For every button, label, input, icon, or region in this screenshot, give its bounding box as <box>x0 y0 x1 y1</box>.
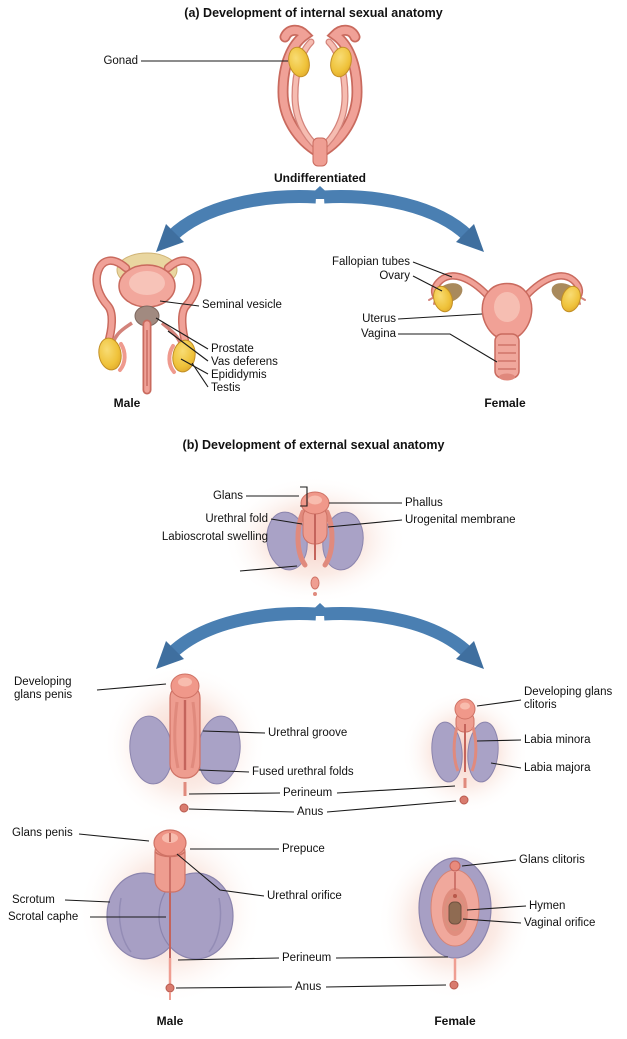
label-glans-penis: Glans penis <box>12 827 73 839</box>
label-vagina: Vagina <box>361 328 396 340</box>
caption-female-external: Female <box>434 1014 476 1028</box>
glans-bracket <box>300 486 308 507</box>
section-a-title: (a) Development of internal sexual anato… <box>184 6 443 20</box>
label-perineum-adult: Perineum <box>282 952 332 964</box>
male-external-illustration <box>78 820 262 1004</box>
section-b-title: (b) Development of external sexual anato… <box>182 438 445 452</box>
label-fused-urethral-folds: Fused urethral folds <box>252 766 354 778</box>
caption-undifferentiated: Undifferentiated <box>273 171 366 185</box>
developing-female-external-illustration <box>401 690 529 814</box>
label-anus-adult: Anus <box>295 981 322 993</box>
developing-male-external-illustration <box>103 665 267 825</box>
label-phallus: Phallus <box>405 497 443 509</box>
label-labia-majora: Labia majora <box>524 762 591 774</box>
label-gonad: Gonad <box>103 55 138 67</box>
label-developing-glans-penis: Developing glans penis <box>14 676 73 702</box>
label-vaginal-orifice: Vaginal orifice <box>524 917 596 929</box>
caption-male-external: Male <box>156 1014 184 1028</box>
label-anus-developing: Anus <box>297 806 324 818</box>
label-urogenital-membrane: Urogenital membrane <box>405 514 516 526</box>
label-scrotal-raphe: Scrotal caphe <box>8 911 79 923</box>
label-vas-deferens: Vas deferens <box>211 356 278 368</box>
female-internal-illustration <box>428 272 586 381</box>
caption-female-internal: Female <box>484 396 526 410</box>
label-prepuce: Prepuce <box>282 843 325 855</box>
undifferentiated-gonads-illustration <box>277 24 363 167</box>
caption-male-internal: Male <box>113 396 141 410</box>
bifurcation-arrow-external <box>156 603 484 669</box>
undifferentiated-external-illustration <box>223 476 407 604</box>
label-seminal-vesicle: Seminal vesicle <box>202 299 282 311</box>
label-testis: Testis <box>211 382 241 394</box>
female-external-illustration <box>377 840 533 1000</box>
label-fallopian-tubes: Fallopian tubes <box>332 256 410 268</box>
label-perineum-developing: Perineum <box>283 787 333 799</box>
label-labioscrotal-swelling: Labioscrotal swelling <box>161 531 268 543</box>
label-epididymis: Epididymis <box>211 369 267 381</box>
leader-lines <box>64 60 527 989</box>
label-uterus: Uterus <box>362 313 396 325</box>
label-glans: Glans <box>212 490 243 502</box>
label-prostate: Prostate <box>211 343 254 355</box>
label-scrotum: Scrotum <box>12 894 55 906</box>
label-urethral-fold: Urethral fold <box>205 513 268 525</box>
label-hymen: Hymen <box>529 900 566 912</box>
label-developing-glans-clitoris: Developing glans clitoris <box>524 686 613 712</box>
bifurcation-arrow-internal <box>156 186 484 252</box>
label-urethral-orifice: Urethral orifice <box>267 890 342 902</box>
label-labia-minora: Labia minora <box>524 734 591 746</box>
label-glans-clitoris: Glans clitoris <box>519 854 585 866</box>
label-urethral-groove: Urethral groove <box>268 727 348 739</box>
label-ovary: Ovary <box>379 270 410 282</box>
male-internal-illustration <box>92 252 202 395</box>
